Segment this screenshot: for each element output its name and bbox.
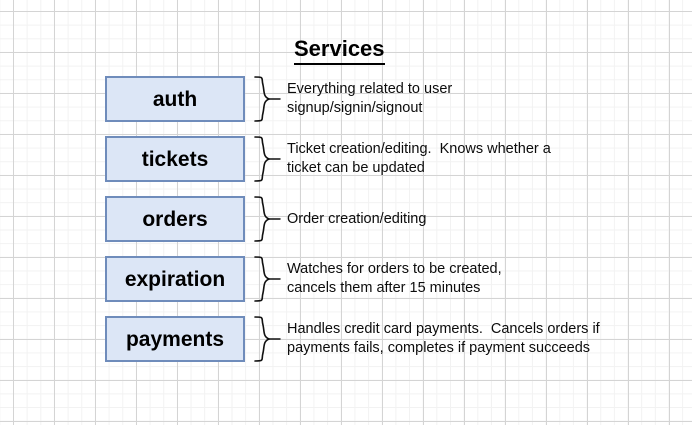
title-underline xyxy=(294,63,385,65)
curly-brace-icon xyxy=(252,75,282,123)
service-description-auth: Everything related to user signup/signin… xyxy=(287,76,677,122)
description-line: signup/signin/signout xyxy=(287,100,423,116)
description-line: ticket can be updated xyxy=(287,160,425,176)
service-label: payments xyxy=(125,327,225,351)
curly-brace-icon xyxy=(252,255,282,303)
description-line: Everything related to user xyxy=(287,81,453,97)
description-line: Order creation/editing xyxy=(287,210,427,227)
service-description-payments: Handles credit card payments. Cancels or… xyxy=(287,316,692,362)
service-label: auth xyxy=(152,87,198,111)
description-line: Ticket creation/editing. Knows whether a xyxy=(287,141,551,157)
curly-brace-icon xyxy=(252,135,282,183)
service-row-tickets: tickets Ticket creation/editing. Knows w… xyxy=(0,136,692,182)
page-title: Services xyxy=(294,36,385,65)
service-row-payments: payments Handles credit card payments. C… xyxy=(0,316,692,362)
service-row-expiration: expiration Watches for orders to be crea… xyxy=(0,256,692,302)
service-box-orders[interactable]: orders xyxy=(105,196,245,242)
page-title-text: Services xyxy=(294,36,385,61)
service-description-tickets: Ticket creation/editing. Knows whether a… xyxy=(287,136,687,182)
service-box-expiration[interactable]: expiration xyxy=(105,256,245,302)
service-box-payments[interactable]: payments xyxy=(105,316,245,362)
service-row-auth: auth Everything related to user signup/s… xyxy=(0,76,692,122)
description-line: payments fails, completes if payment suc… xyxy=(287,340,591,356)
description-line: cancels them after 15 minutes xyxy=(287,280,481,296)
curly-brace-icon xyxy=(252,195,282,243)
service-row-orders: orders Order creation/editing xyxy=(0,196,692,242)
service-label: tickets xyxy=(141,147,209,171)
service-box-auth[interactable]: auth xyxy=(105,76,245,122)
service-label: orders xyxy=(142,207,208,231)
curly-brace-icon xyxy=(252,315,282,363)
service-label: expiration xyxy=(124,267,226,291)
description-line: Handles credit card payments. Cancels or… xyxy=(287,321,600,337)
service-description-orders: Order creation/editing xyxy=(287,196,677,242)
service-box-tickets[interactable]: tickets xyxy=(105,136,245,182)
service-description-expiration: Watches for orders to be created, cancel… xyxy=(287,256,677,302)
description-line: Watches for orders to be created, xyxy=(287,261,502,277)
